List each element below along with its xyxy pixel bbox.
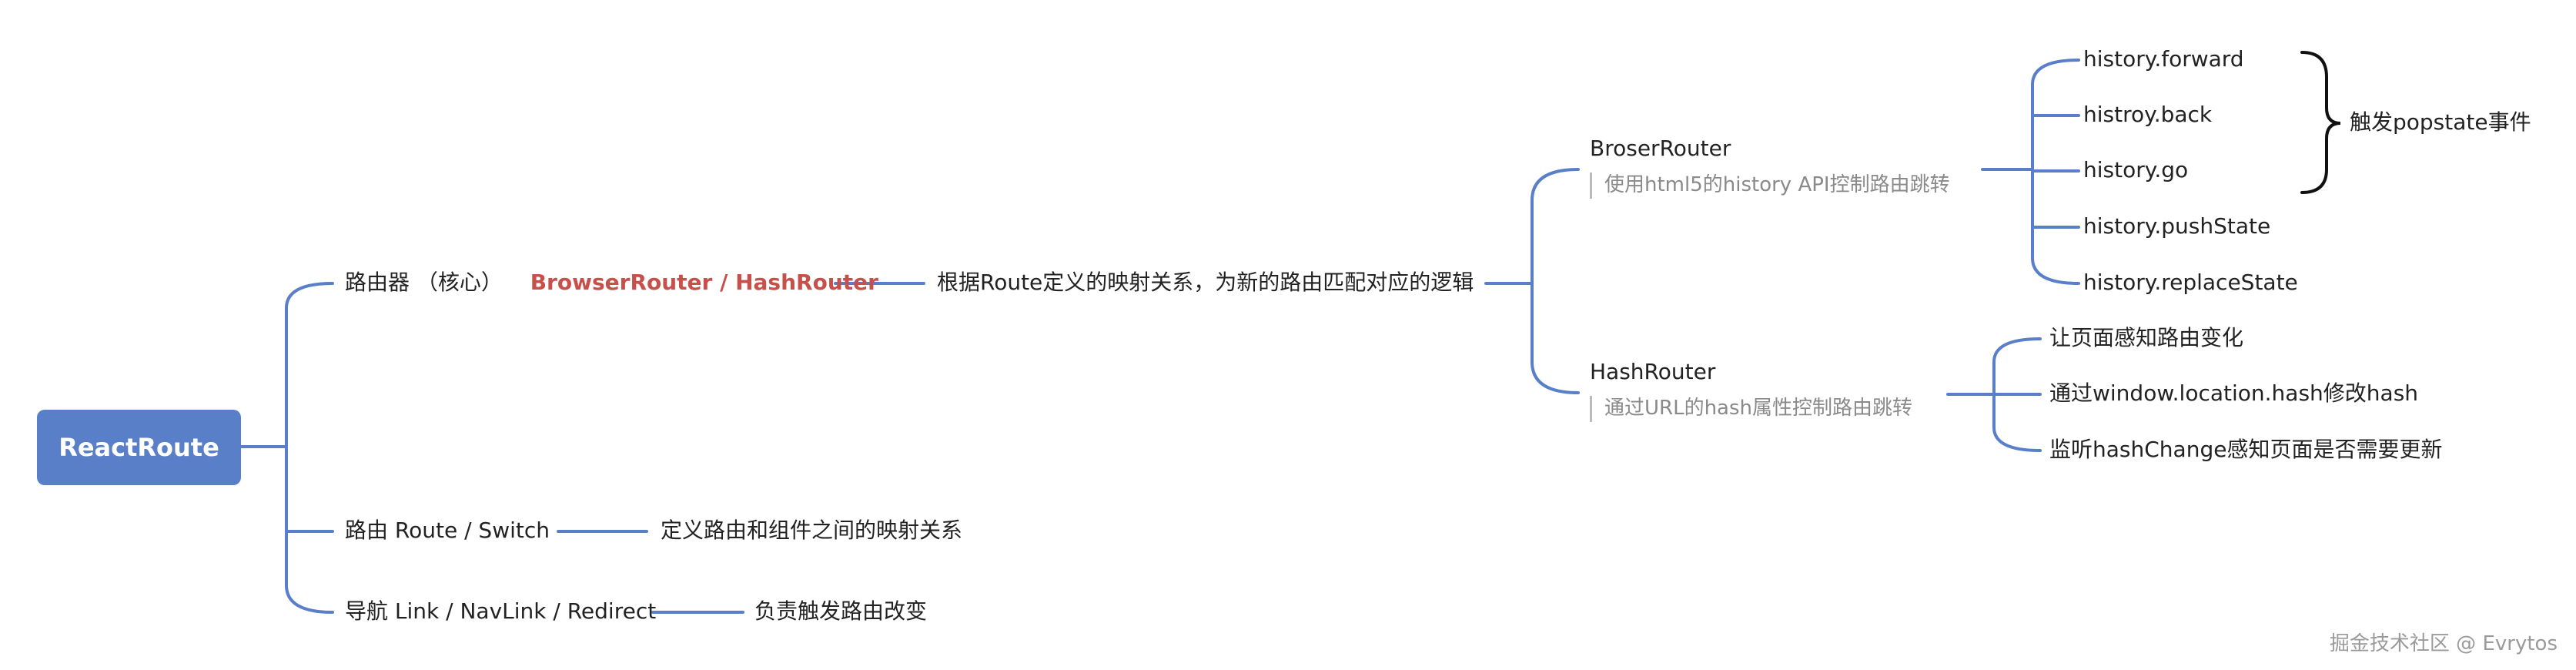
router-desc: 根据Route定义的映射关系，为新的路由匹配对应的逻辑: [937, 270, 1474, 295]
method-forward-label: history.forward: [2083, 46, 2244, 72]
method-pushstate-label: history.pushState: [2083, 213, 2271, 239]
hash-router-title: HashRouter: [1590, 359, 1716, 384]
nav-desc-node[interactable]: 负责触发路由改变: [754, 598, 927, 625]
route-desc: 定义路由和组件之间的映射关系: [661, 518, 963, 543]
method-go-label: history.go: [2083, 157, 2189, 183]
popstate-group-node[interactable]: 触发popstate事件: [2350, 109, 2531, 136]
router-impl-browser: BrowserRouter: [530, 270, 713, 295]
hash-item-2[interactable]: 通过window.location.hash修改hash: [2049, 380, 2418, 407]
hash-item-3-label: 监听hashChange感知页面是否需要更新: [2049, 437, 2443, 462]
watermark: 掘金技术社区 @ Evrytos: [2329, 632, 2558, 655]
nav-node[interactable]: 导航 Link / NavLink / Redirect: [345, 598, 656, 625]
browser-router-node[interactable]: BroserRouter: [1590, 136, 1731, 162]
route-node[interactable]: 路由 Route / Switch: [345, 518, 550, 544]
method-back-label: histroy.back: [2083, 102, 2213, 127]
hash-item-1-label: 让页面感知路由变化: [2049, 325, 2244, 350]
browser-router-note: 使用html5的history API控制路由跳转: [1590, 173, 1950, 199]
nav-desc: 负责触发路由改变: [754, 598, 928, 624]
hash-item-2-label: 通过window.location.hash修改hash: [2049, 380, 2419, 406]
method-replacestate[interactable]: history.replaceState: [2083, 270, 2298, 296]
router-desc-node[interactable]: 根据Route定义的映射关系，为新的路由匹配对应的逻辑: [937, 270, 1474, 296]
hash-item-3[interactable]: 监听hashChange感知页面是否需要更新: [2049, 437, 2442, 463]
root-node[interactable]: ReactRoute: [37, 410, 241, 485]
method-forward[interactable]: history.forward: [2083, 46, 2244, 72]
method-pushstate[interactable]: history.pushState: [2083, 213, 2270, 240]
router-impl-sep: /: [712, 270, 736, 295]
popstate-group-label: 触发popstate事件: [2350, 109, 2531, 135]
route-label: 路由 Route / Switch: [345, 518, 550, 543]
hash-item-1[interactable]: 让页面感知路由变化: [2049, 325, 2243, 351]
root-label: ReactRoute: [59, 433, 219, 462]
router-impl-hash: HashRouter: [735, 270, 878, 295]
nav-label: 导航 Link / NavLink / Redirect: [345, 598, 657, 624]
router-label: 路由器 （核心）: [345, 270, 503, 295]
group-brace: [2300, 51, 2341, 194]
browser-router-title: BroserRouter: [1590, 136, 1731, 161]
method-go[interactable]: history.go: [2083, 157, 2188, 183]
hash-router-note: 通过URL的hash属性控制路由跳转: [1590, 396, 1912, 422]
method-back[interactable]: histroy.back: [2083, 102, 2212, 128]
router-node[interactable]: 路由器 （核心） BrowserRouter / HashRouter: [345, 270, 878, 296]
hash-router-node[interactable]: HashRouter: [1590, 359, 1715, 385]
route-desc-node[interactable]: 定义路由和组件之间的映射关系: [661, 518, 962, 544]
method-replacestate-label: history.replaceState: [2083, 270, 2298, 295]
